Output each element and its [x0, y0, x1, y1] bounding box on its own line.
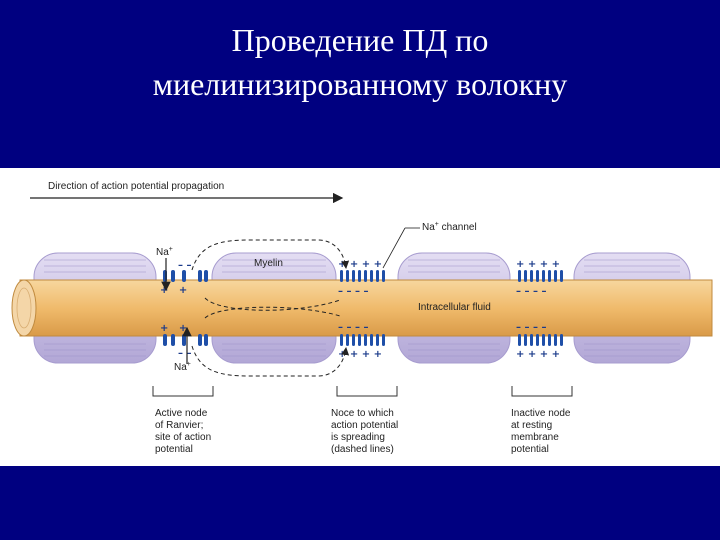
svg-text:+ + + +: + + + +: [338, 349, 382, 360]
svg-text:+ + + +: + + + +: [516, 259, 560, 270]
membrane-charges: – – + + – – + + + + + + – – – – – – – – + + …: [160, 259, 560, 360]
na-channel-label: Na+ channel: [422, 221, 477, 233]
svg-text:– – – –: – – – –: [516, 322, 546, 333]
caption-inactive-node: Inactive node at resting membrane potent…: [511, 408, 573, 455]
title-line-2: миелинизированному волокну: [152, 66, 568, 102]
axon-cut-end: [11, 279, 37, 337]
svg-text:+ + + +: + + + +: [338, 259, 382, 270]
direction-label: Direction of action potential propagatio…: [48, 181, 224, 192]
local-current-loops: [191, 239, 350, 377]
slide-title: Проведение ПД по миелинизированному воло…: [0, 18, 720, 106]
na-ion-top: Na+: [156, 246, 173, 258]
title-line-1: Проведение ПД по: [231, 22, 489, 58]
svg-text:+ +: + +: [160, 323, 187, 334]
svg-text:– – – –: – – – –: [338, 322, 368, 333]
na-ion-bottom: Na+: [174, 361, 191, 373]
na-channels: [163, 270, 563, 346]
diagram-panel: Direction of action potential propagatio…: [0, 168, 720, 466]
svg-text:– – – –: – – – –: [338, 286, 368, 297]
axon: [11, 279, 713, 337]
svg-text:+ +: + +: [160, 285, 187, 296]
caption-active-node: Active node of Ranvier; site of action p…: [155, 408, 214, 455]
svg-text:+ + + +: + + + +: [516, 349, 560, 360]
svg-text:– –: – –: [178, 260, 191, 271]
node-brackets: [152, 386, 573, 397]
intracellular-fluid-label: Intracellular fluid: [418, 302, 491, 313]
svg-text:– –: – –: [178, 348, 191, 359]
na-channel-pointer: [382, 227, 406, 269]
myelin-label: Myelin: [254, 258, 283, 269]
myelinated-fiber-diagram: Direction of action potential propagatio…: [11, 181, 713, 455]
svg-text:– – – –: – – – –: [516, 286, 546, 297]
caption-spreading-node: Noce to which action potential is spread…: [331, 408, 401, 455]
